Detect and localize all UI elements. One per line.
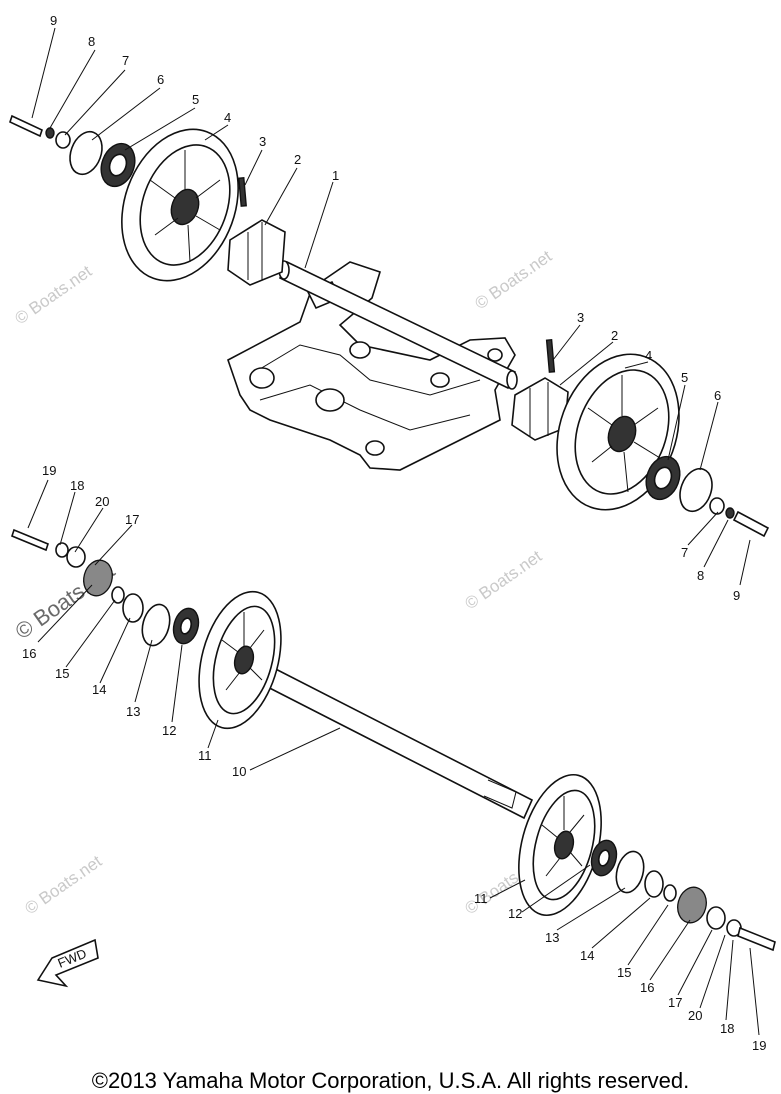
callout-1-top: 1 bbox=[332, 168, 339, 183]
callout-20-left: 20 bbox=[95, 494, 109, 509]
callout-17-bottom: 17 bbox=[668, 995, 682, 1010]
callout-15-bottom: 15 bbox=[617, 965, 631, 980]
watermark-4: © Boats.net bbox=[21, 851, 105, 918]
callout-16-left: 16 bbox=[22, 646, 36, 661]
suspension-frame bbox=[227, 261, 516, 471]
callout-19-bottom: 19 bbox=[752, 1038, 766, 1053]
upper-left-wheel bbox=[121, 128, 239, 282]
callout-3-top: 3 bbox=[259, 134, 266, 149]
callout-8-top: 8 bbox=[88, 34, 95, 49]
callout-4-right: 4 bbox=[645, 348, 652, 363]
callout-7-top: 7 bbox=[122, 53, 129, 68]
callout-7-right: 7 bbox=[681, 545, 688, 560]
upper-right-bushing bbox=[511, 339, 569, 441]
callout-4-top: 4 bbox=[224, 110, 231, 125]
callout-9-right: 9 bbox=[733, 588, 740, 603]
callout-2-top: 2 bbox=[294, 152, 301, 167]
callouts-axle: 10 bbox=[232, 764, 246, 779]
callouts-left: 19 18 20 17 16 15 14 13 12 11 bbox=[22, 463, 212, 763]
callout-16-bottom: 16 bbox=[640, 980, 654, 995]
callouts-right: 3 2 4 5 6 7 8 9 bbox=[577, 310, 740, 603]
callout-18-left: 18 bbox=[70, 478, 84, 493]
callout-11-left: 11 bbox=[198, 748, 212, 763]
upper-left-bushing bbox=[227, 177, 286, 286]
lower-left-wheel bbox=[198, 590, 282, 730]
callout-8-right: 8 bbox=[697, 568, 704, 583]
upper-right-wheel bbox=[556, 353, 680, 511]
callout-10: 10 bbox=[232, 764, 246, 779]
callout-6-top: 6 bbox=[157, 72, 164, 87]
lower-left-small-parts bbox=[11, 528, 200, 647]
callout-5-top: 5 bbox=[192, 92, 199, 107]
callout-3-right: 3 bbox=[577, 310, 584, 325]
callout-17-left: 17 bbox=[125, 512, 139, 527]
watermark-3: © Boats.net bbox=[11, 261, 95, 328]
callout-14-left: 14 bbox=[92, 682, 106, 697]
lower-axle bbox=[247, 658, 534, 820]
callout-13-bottom: 13 bbox=[545, 930, 559, 945]
upper-left-small-parts bbox=[9, 114, 136, 188]
forward-arrow-icon: FWD bbox=[36, 938, 99, 988]
callout-6-right: 6 bbox=[714, 388, 721, 403]
copyright-notice: ©2013 Yamaha Motor Corporation, U.S.A. A… bbox=[91, 1068, 690, 1093]
callout-14-bottom: 14 bbox=[580, 948, 594, 963]
callouts-bottom: 11 12 13 14 15 16 17 20 18 19 bbox=[474, 891, 766, 1053]
lower-right-small-parts bbox=[590, 839, 776, 952]
callout-12-left: 12 bbox=[162, 723, 176, 738]
callouts-top: 9 8 7 6 5 4 3 2 1 bbox=[50, 13, 339, 183]
leader-lines bbox=[27, 27, 760, 1036]
callout-15-left: 15 bbox=[55, 666, 69, 681]
callout-12-bottom: 12 bbox=[508, 906, 522, 921]
callout-13-left: 13 bbox=[126, 704, 140, 719]
callout-5-right: 5 bbox=[681, 370, 688, 385]
watermark-1: © Boats.net bbox=[471, 246, 555, 313]
callout-2-right: 2 bbox=[611, 328, 618, 343]
callout-20-bottom: 20 bbox=[688, 1008, 702, 1023]
callout-11-bottom: 11 bbox=[474, 891, 488, 906]
callout-9-top: 9 bbox=[50, 13, 57, 28]
callout-18-bottom: 18 bbox=[720, 1021, 734, 1036]
callout-19-left: 19 bbox=[42, 463, 56, 478]
watermark-2: © Boats.net bbox=[461, 546, 545, 613]
upper-right-small-parts bbox=[645, 455, 770, 538]
